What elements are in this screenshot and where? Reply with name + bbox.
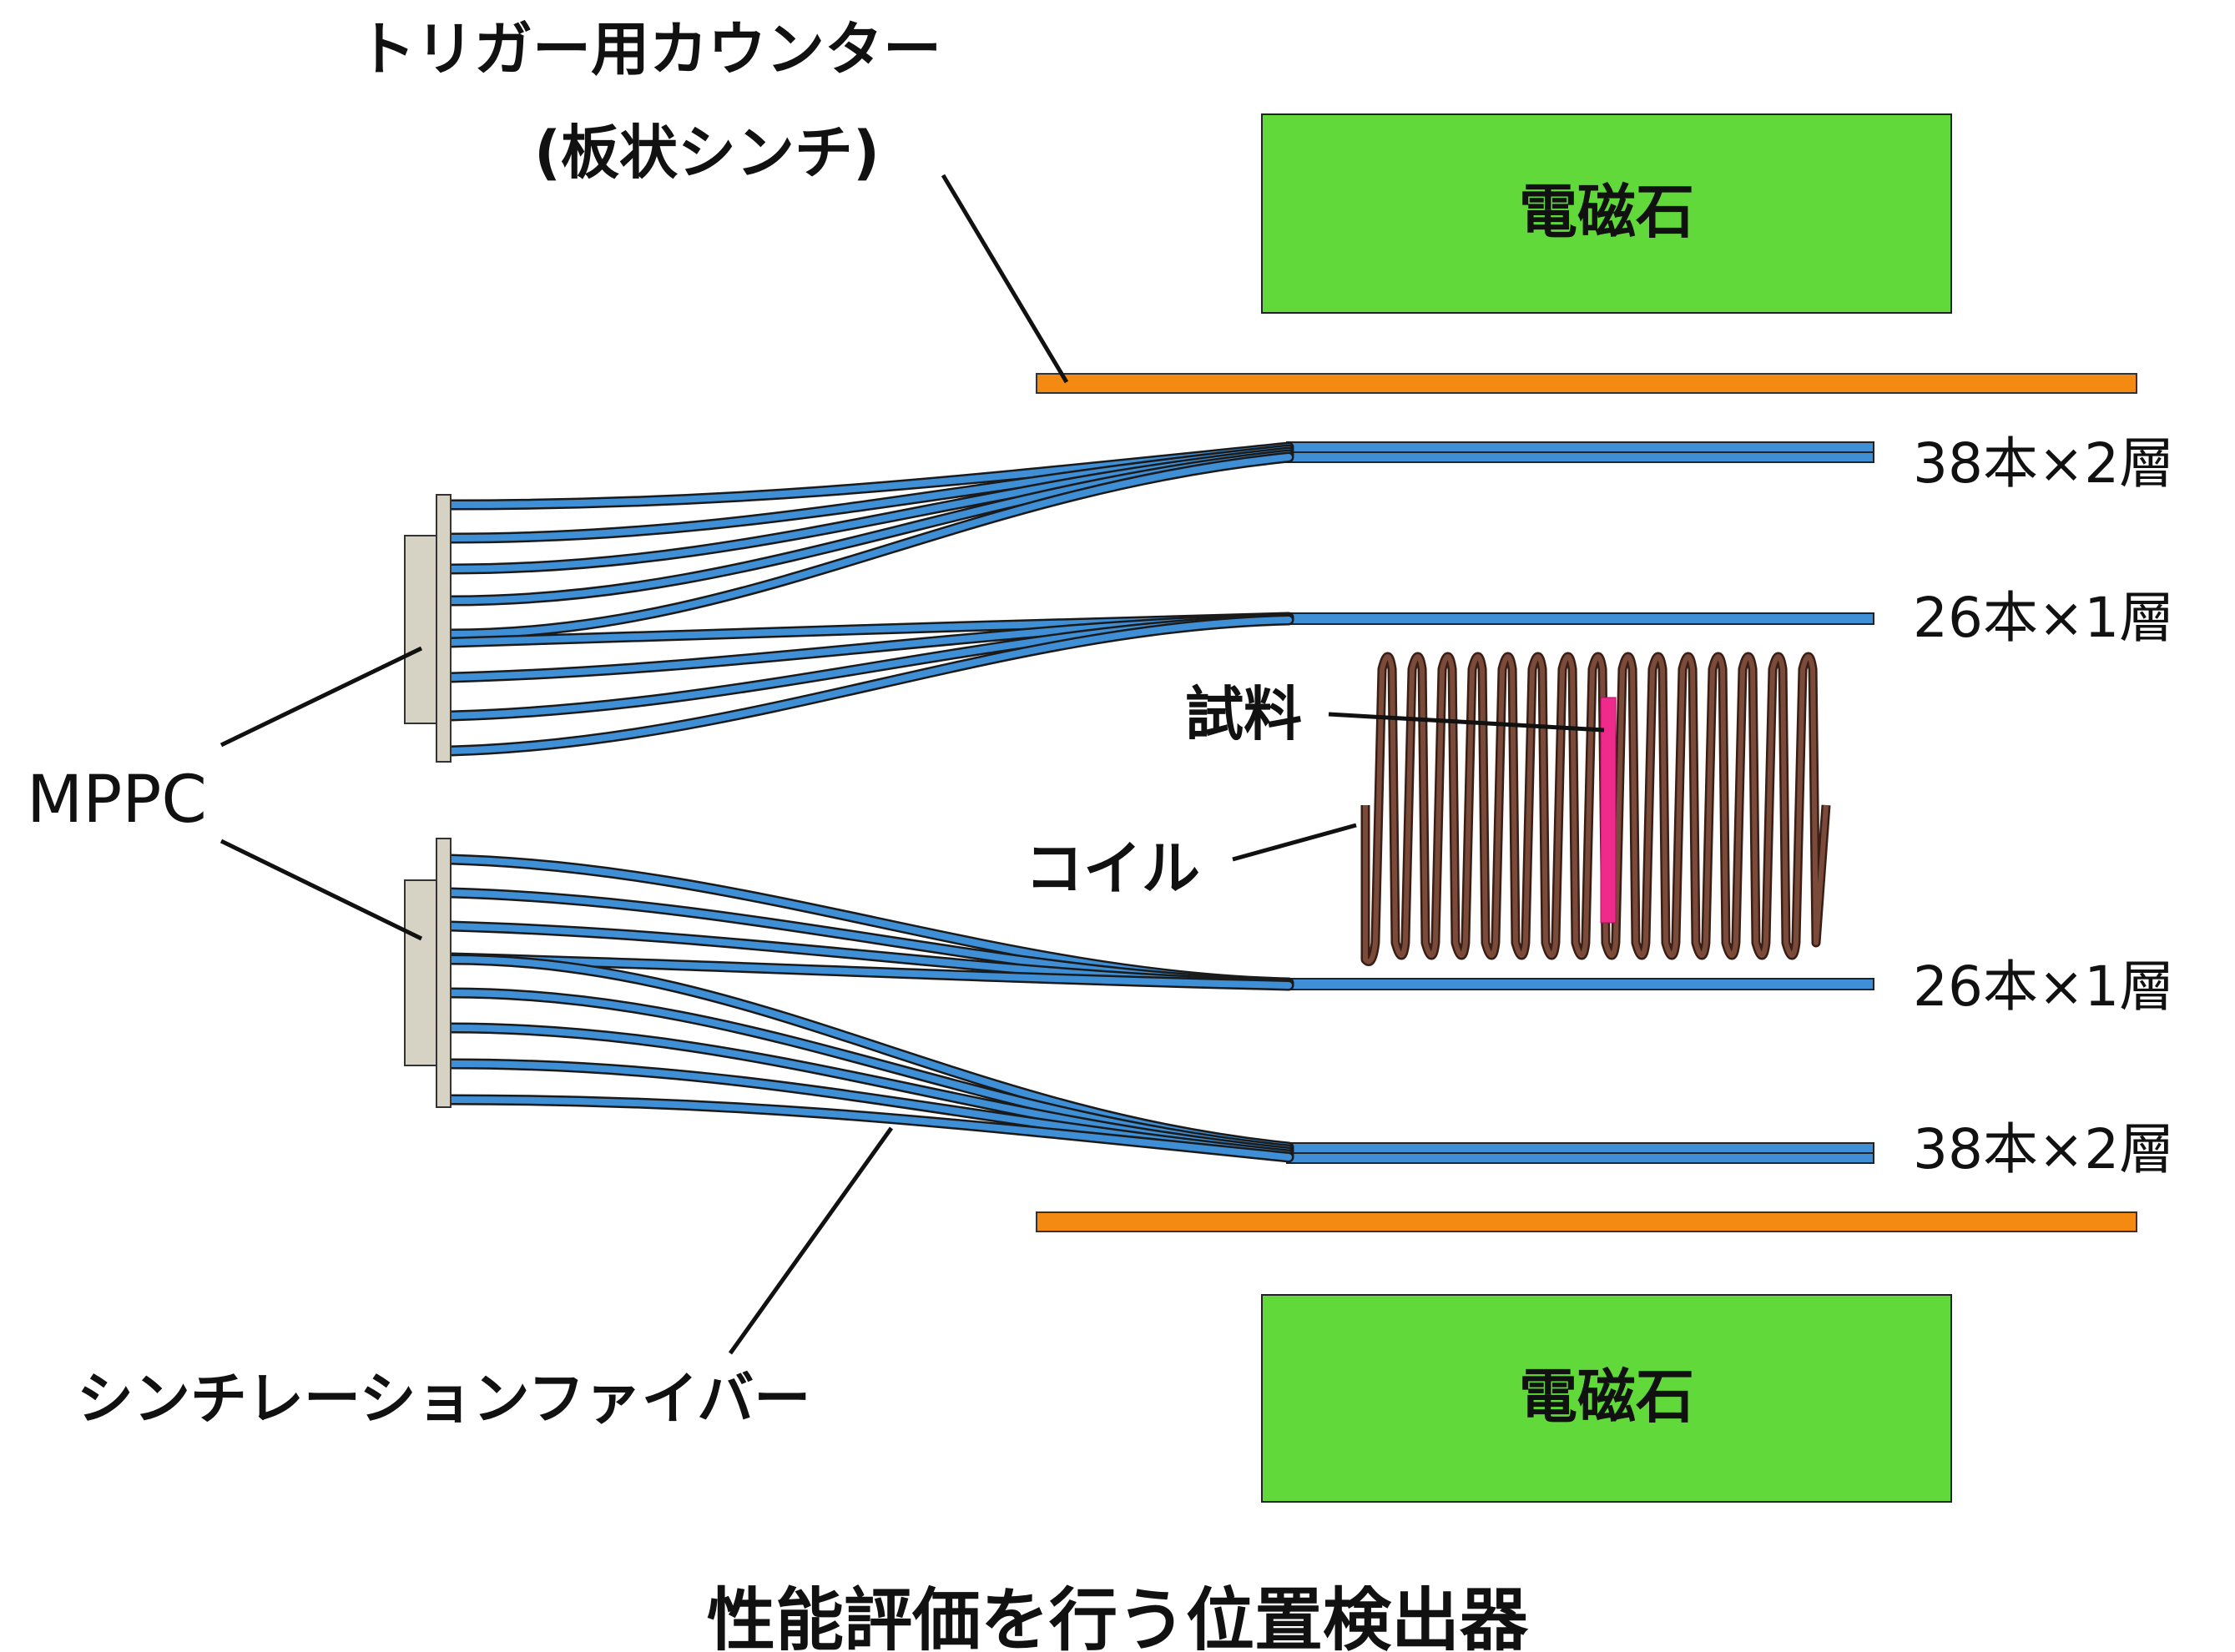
trigger-counter-bottom bbox=[1036, 1211, 2137, 1232]
fiber-strand bbox=[447, 1096, 1292, 1161]
mppc-top bbox=[404, 494, 452, 763]
sample-label: 試料 bbox=[1185, 680, 1302, 748]
coil-wire bbox=[1363, 654, 1829, 965]
fiber-label: シンチレーションファイバー bbox=[77, 1367, 810, 1433]
magnet-bottom bbox=[1261, 1294, 1952, 1503]
fiber-bundle-top bbox=[445, 441, 1294, 757]
trigger-label-line1: トリガー用カウンター bbox=[357, 15, 941, 83]
layer-label-3: 26本×1層 bbox=[1913, 954, 2174, 1019]
layer-label-1: 38本×2層 bbox=[1913, 431, 2174, 496]
coil bbox=[1360, 652, 1831, 966]
fiber-strand bbox=[447, 454, 1292, 637]
layer-label-2: 26本×1層 bbox=[1913, 586, 2174, 650]
fiber-strand bbox=[447, 954, 1292, 989]
fiber-bundle-bottom bbox=[445, 854, 1294, 1163]
mppc-label: MPPC bbox=[27, 763, 207, 838]
fiber-strand bbox=[447, 617, 1292, 754]
fiber-layer-3 bbox=[1286, 978, 1874, 990]
fiber-layer-4 bbox=[1286, 1142, 1874, 1164]
layer-label-4: 38本×2層 bbox=[1913, 1117, 2174, 1181]
fiber-layer-2 bbox=[1286, 612, 1874, 625]
coil-label: コイル bbox=[1025, 834, 1200, 903]
sample bbox=[1600, 697, 1617, 924]
leader-mppc-bottom bbox=[219, 839, 423, 941]
leader-sample bbox=[1328, 712, 1605, 733]
leader-trigger bbox=[941, 174, 1069, 384]
leader-coil bbox=[1232, 823, 1357, 862]
magnet-top-label: 電磁石 bbox=[1519, 178, 1694, 246]
leader-fiber bbox=[728, 1126, 894, 1355]
magnet-bottom-label: 電磁石 bbox=[1519, 1362, 1694, 1431]
mppc-bottom bbox=[404, 838, 452, 1108]
caption: 性能評価を行う位置検出器 bbox=[707, 1581, 1529, 1652]
trigger-label-line2: (板状シンチ) bbox=[534, 118, 880, 187]
leader-mppc-top bbox=[219, 646, 423, 748]
trigger-counter-top bbox=[1036, 373, 2137, 394]
fiber-layer-1 bbox=[1286, 441, 1874, 463]
magnet-top bbox=[1261, 113, 1952, 314]
